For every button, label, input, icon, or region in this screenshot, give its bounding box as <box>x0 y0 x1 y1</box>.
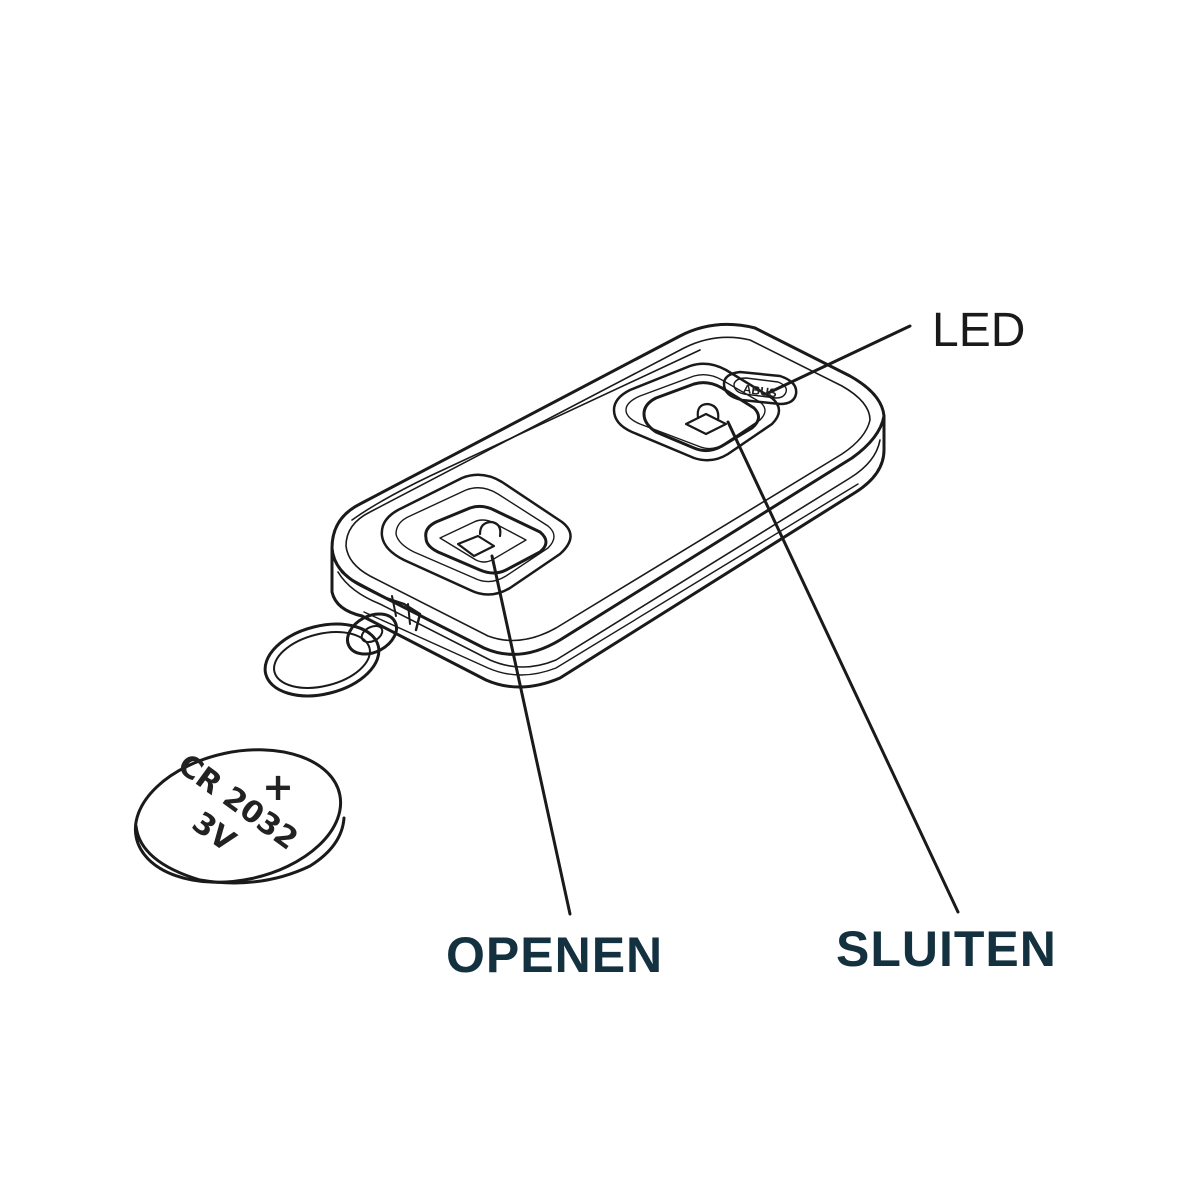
key-ring-assembly <box>263 570 422 698</box>
battery-rim <box>133 748 343 884</box>
close-button-cap <box>642 381 760 453</box>
close-button[interactable] <box>612 362 781 462</box>
coin-battery <box>133 748 346 885</box>
loop-mount <box>340 570 422 632</box>
loop-mount-2 <box>391 595 411 625</box>
key-loop <box>346 612 398 656</box>
callout-led-label: LED <box>932 304 1025 357</box>
fob-side-band <box>330 414 886 689</box>
key-loop-hole <box>360 624 384 644</box>
led-plate <box>722 370 798 406</box>
lock-icon <box>684 402 728 436</box>
led-plate-inner <box>733 377 788 399</box>
key-ring-inner <box>273 631 371 689</box>
open-button-bezel <box>380 473 572 596</box>
open-button[interactable] <box>380 473 572 596</box>
led-leader <box>764 324 912 396</box>
leader-lines <box>490 324 960 916</box>
key-ring <box>263 622 381 698</box>
fob-top-face <box>330 322 886 656</box>
fob-seam <box>363 483 859 676</box>
open-button-cap <box>424 504 548 575</box>
unlock-icon <box>456 520 502 558</box>
brand-logo: ABUS <box>742 382 778 401</box>
callout-close-label: SLUITEN <box>836 921 1057 977</box>
close-button-bezel-inner <box>625 373 766 450</box>
fob-top-face-inner <box>345 336 871 642</box>
fob-side-band-inner <box>337 439 881 668</box>
battery-edge <box>134 816 346 885</box>
open-leader <box>490 554 572 916</box>
open-button-cap-inner <box>439 519 527 563</box>
close-leader <box>726 420 960 914</box>
led-indicator <box>722 370 798 406</box>
close-button-bezel <box>612 362 781 462</box>
open-button-bezel-inner <box>395 487 555 583</box>
battery-plus-sign: + <box>262 765 294 809</box>
callout-open-label: OPENEN <box>446 927 663 983</box>
fob-ridge <box>351 349 701 521</box>
